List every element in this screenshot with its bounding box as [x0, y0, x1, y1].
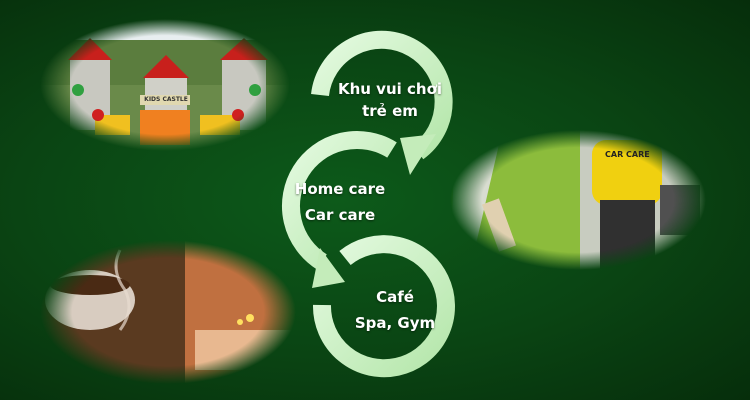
kids-castle-sign: KIDS CASTLE: [144, 96, 188, 103]
step-3-line2: Spa, Gym: [354, 314, 436, 332]
step-2-label: Home care Car care: [290, 180, 390, 224]
coffee-spa-photo: [38, 238, 300, 388]
step-3-label: Café Spa, Gym: [345, 288, 445, 332]
car-care-sign: CAR CARE: [605, 150, 650, 159]
cycle-arrow-1: [311, 30, 453, 160]
cycle-arrow-3: [312, 235, 455, 378]
arrowhead-1: [400, 134, 436, 175]
step-1-line2: trẻ em: [362, 102, 418, 120]
step-3-line1: Café: [376, 288, 414, 306]
playground-photo: [35, 15, 295, 155]
step-1-line1: Khu vui chơi: [337, 80, 443, 98]
arrowhead-2: [312, 248, 345, 288]
step-1-label: Khu vui chơi trẻ em: [335, 80, 445, 120]
cycle-arrow-2: [281, 131, 397, 270]
step-2-line1: Home care: [294, 180, 386, 198]
step-2-line2: Car care: [304, 206, 376, 224]
painting-carcare-photo: [450, 130, 710, 270]
